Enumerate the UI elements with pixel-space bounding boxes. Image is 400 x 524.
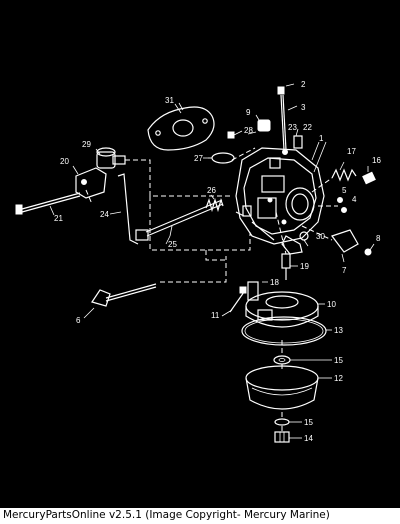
callout-10: 10 <box>327 300 336 309</box>
part-2-3-needle <box>277 83 298 151</box>
part-4-5-screws <box>337 197 347 213</box>
callout-2: 2 <box>301 80 306 89</box>
callout-3: 3 <box>301 103 306 112</box>
part-18-pin <box>247 281 268 301</box>
part-12-float-bowl <box>245 365 319 410</box>
part-9-cap <box>255 114 271 132</box>
part-25-throttle-shaft <box>135 199 224 241</box>
callout-30: 30 <box>316 232 325 241</box>
callout-19: 19 <box>300 262 309 271</box>
callout-20: 20 <box>60 157 69 166</box>
callout-25: 25 <box>168 240 177 249</box>
callout-9: 9 <box>246 108 251 117</box>
callout-15-lower: 15 <box>304 418 313 427</box>
callout-22: 22 <box>303 123 312 132</box>
callout-18: 18 <box>270 278 279 287</box>
part-31-gasket <box>147 103 215 151</box>
part-10-float <box>245 291 319 328</box>
callout-4: 4 <box>352 195 357 204</box>
copyright-footer: MercuryPartsOnline v2.5.1 (Image Copyrig… <box>0 508 400 524</box>
callout-6: 6 <box>76 316 81 325</box>
callout-12: 12 <box>334 374 343 383</box>
callout-13: 13 <box>334 326 343 335</box>
copyright-text: MercuryPartsOnline v2.5.1 (Image Copyrig… <box>3 509 330 521</box>
callout-21: 21 <box>54 214 63 223</box>
callout-17: 17 <box>347 147 356 156</box>
callout-8: 8 <box>376 234 381 243</box>
part-13-gasket-ring <box>241 316 327 346</box>
part-29-fitting <box>95 147 126 169</box>
callout-15-upper: 15 <box>334 356 343 365</box>
exploded-view-drawing: 1 2 3 4 5 6 7 8 9 10 11 12 13 14 15 15 1… <box>15 80 381 443</box>
callout-5: 5 <box>342 186 347 195</box>
callout-27: 27 <box>194 154 203 163</box>
callout-1: 1 <box>319 134 324 143</box>
part-24-link-rod <box>109 173 139 245</box>
assembly-guide-lines <box>85 147 338 432</box>
part-27-disc <box>208 152 235 164</box>
callout-28: 28 <box>244 126 253 135</box>
part-14-bowl-nut <box>274 431 290 443</box>
part-20-lever-body <box>72 165 107 199</box>
leader-lines <box>165 102 375 439</box>
callout-24: 24 <box>100 210 109 219</box>
part-15-washer-upper <box>273 355 291 365</box>
callout-7: 7 <box>342 266 347 275</box>
part-11-float-pin <box>229 286 247 313</box>
callout-16: 16 <box>372 156 381 165</box>
callout-26: 26 <box>207 186 216 195</box>
part-8-screw <box>364 248 372 256</box>
part-6-choke-shaft <box>83 283 157 319</box>
callout-29: 29 <box>82 140 91 149</box>
callout-11: 11 <box>211 311 220 320</box>
part-21-screw <box>15 192 81 216</box>
part-7-bracket <box>331 229 359 263</box>
part-15-washer-lower <box>274 418 290 426</box>
part-19-needle-valve <box>281 253 298 280</box>
callout-23: 23 <box>288 123 297 132</box>
callout-14: 14 <box>304 434 313 443</box>
callout-31: 31 <box>165 96 174 105</box>
callout-labels: 1 2 3 4 5 6 7 8 9 10 11 12 13 14 15 15 1… <box>54 80 381 443</box>
part-28-screw <box>227 130 243 139</box>
part-16-17-idle-screw <box>331 161 376 185</box>
